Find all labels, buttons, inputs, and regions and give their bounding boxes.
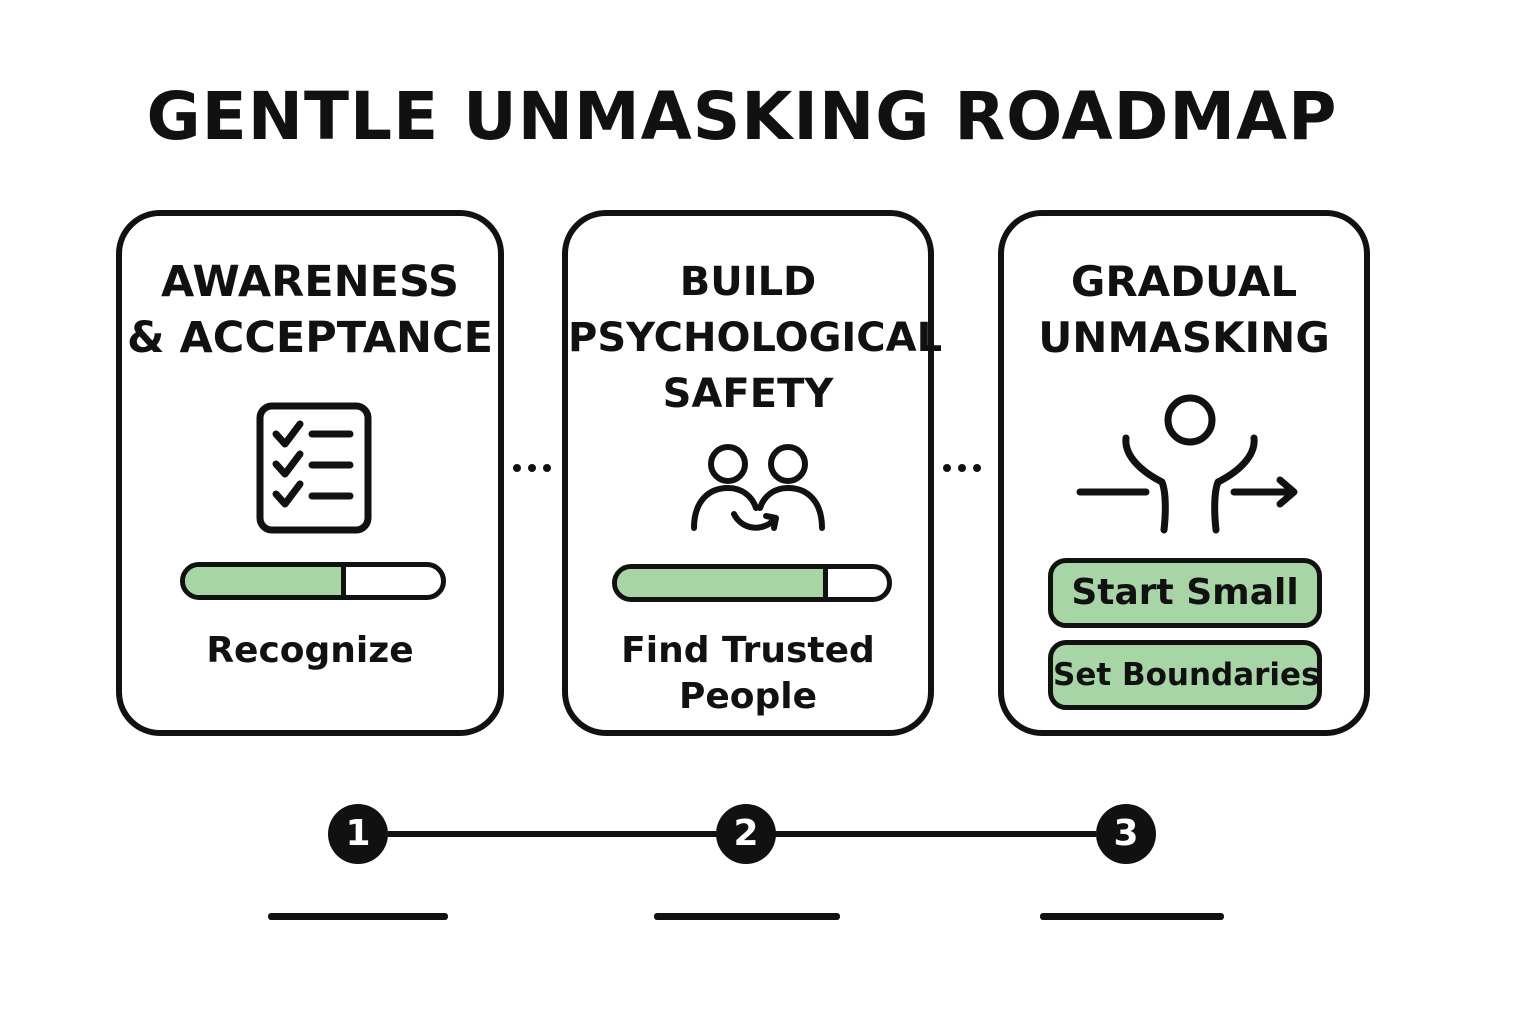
- progress-fill: [617, 569, 828, 597]
- card-awareness-acceptance: AWARENESS & ACCEPTANCE Recognize: [116, 210, 504, 736]
- card-title: BUILD PSYCHOLOGICAL SAFETY: [568, 259, 943, 417]
- progress-bar: [612, 564, 892, 602]
- step-underline-3: [1040, 913, 1224, 920]
- card-caption: Find Trusted People: [621, 630, 875, 717]
- progress-bar: [180, 562, 446, 600]
- step-underline-2: [654, 913, 840, 920]
- pill-set-boundaries: Set Boundaries: [1048, 640, 1322, 710]
- pill-start-small: Start Small: [1048, 558, 1322, 628]
- diagram-title: GENTLE UNMASKING ROADMAP: [146, 78, 1338, 155]
- checklist-icon: [256, 402, 372, 534]
- connector-dots: [513, 464, 551, 472]
- step-number-2: 2: [716, 804, 776, 864]
- progress-fill: [185, 567, 347, 595]
- step-number-3: 3: [1096, 804, 1156, 864]
- card-psychological-safety: BUILD PSYCHOLOGICAL SAFETY Find Trusted …: [562, 210, 943, 736]
- card-title: GRADUAL UNMASKING: [1038, 257, 1330, 362]
- card-caption: Recognize: [206, 630, 414, 671]
- two-people-icon: [691, 444, 825, 531]
- person-arms-raised-icon: [1076, 394, 1298, 534]
- step-number-1: 1: [328, 804, 388, 864]
- step-underline-1: [268, 913, 448, 920]
- card-title: AWARENESS & ACCEPTANCE: [127, 257, 493, 363]
- card-gradual-unmasking: GRADUAL UNMASKING Start Small Set Bounda…: [998, 210, 1370, 736]
- connector-dots: [943, 464, 981, 472]
